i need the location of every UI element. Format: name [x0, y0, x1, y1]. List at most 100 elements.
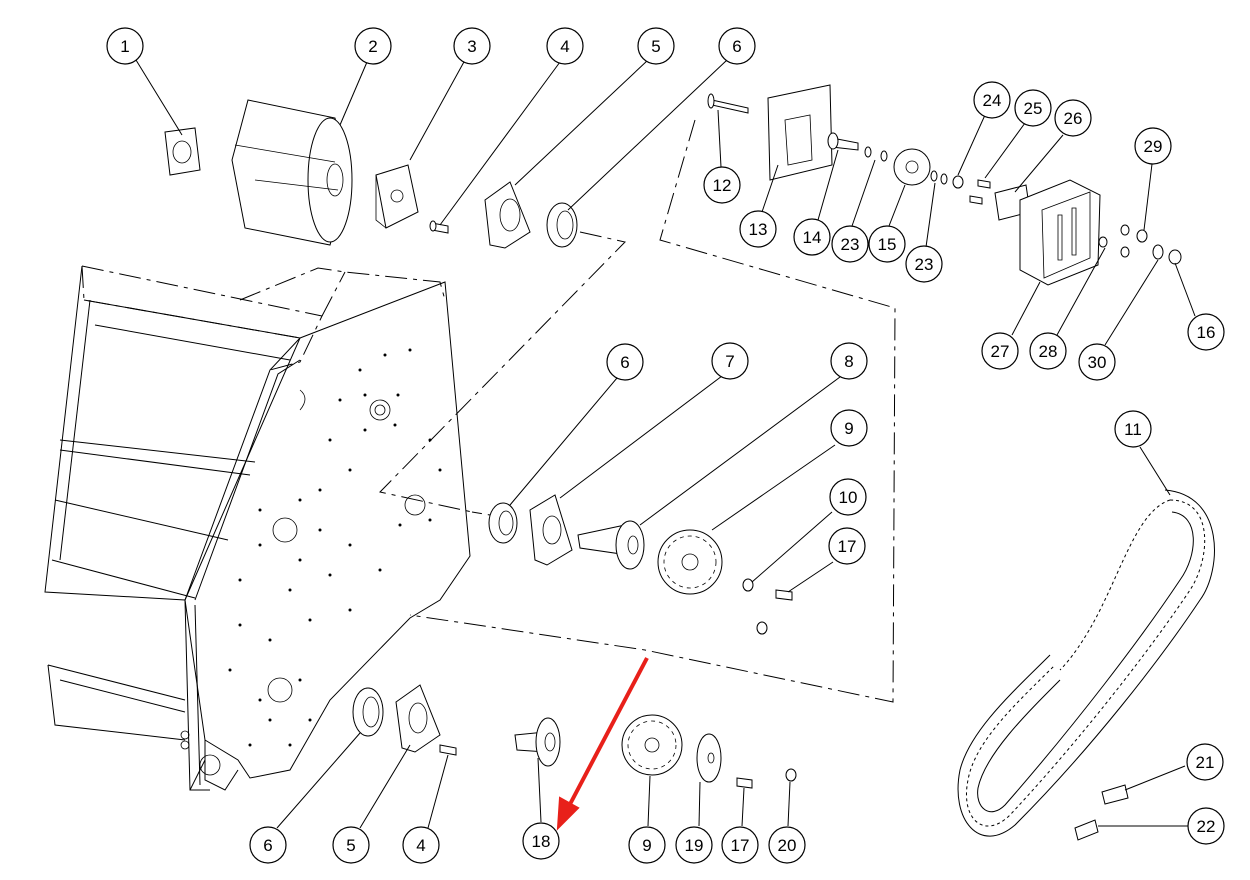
part-12-pin [707, 93, 749, 114]
callout-22: 22 [1187, 807, 1225, 845]
callout-21: 21 [1186, 743, 1224, 781]
callout-7: 7 [711, 342, 749, 380]
svg-text:15: 15 [878, 235, 897, 254]
callout-14: 14 [793, 218, 831, 256]
svg-text:29: 29 [1144, 137, 1163, 156]
svg-text:10: 10 [839, 488, 858, 507]
svg-text:23: 23 [841, 235, 860, 254]
svg-text:14: 14 [803, 228, 822, 247]
part-5-flange-top [484, 181, 531, 249]
callout-23-a: 23 [831, 225, 869, 263]
leader-lines [135, 59, 1196, 829]
part-28-30-16-29-hardware [1098, 224, 1182, 265]
svg-text:18: 18 [532, 832, 551, 851]
part-2-roller [231, 99, 353, 246]
callout-3: 3 [453, 27, 491, 65]
svg-text:22: 22 [1197, 817, 1216, 836]
svg-text:13: 13 [749, 220, 768, 239]
svg-text:3: 3 [467, 37, 476, 56]
part-7-flange-mid [529, 494, 573, 566]
callout-28: 28 [1029, 332, 1067, 370]
svg-text:16: 16 [1197, 323, 1216, 342]
part-24-nut [952, 175, 964, 189]
svg-text:11: 11 [1124, 420, 1142, 439]
svg-text:17: 17 [731, 836, 750, 855]
part-6-bearing-top [546, 202, 578, 248]
part-27-cover [1019, 179, 1101, 286]
part-1-shim-plate [164, 127, 201, 176]
svg-text:5: 5 [346, 836, 355, 855]
svg-text:6: 6 [620, 353, 629, 372]
callout-16: 16 [1187, 313, 1225, 351]
part-14-shaft [827, 132, 859, 151]
svg-text:26: 26 [1064, 109, 1083, 128]
callout-30: 30 [1078, 343, 1116, 381]
part-20-nut [785, 768, 797, 782]
part-13-slide-plate [767, 84, 833, 181]
svg-text:6: 6 [263, 836, 272, 855]
part-5-flange-bottom [395, 684, 441, 753]
callout-1: 1 [106, 27, 144, 65]
part-10-washer [742, 578, 754, 592]
part-6-bearing-mid [488, 502, 518, 544]
callout-18: 18 [522, 822, 560, 860]
part-15-small-sprocket [893, 148, 931, 186]
callout-13: 13 [739, 210, 777, 248]
svg-text:4: 4 [416, 836, 425, 855]
callout-17-bottom: 17 [721, 826, 759, 864]
callout-8: 8 [830, 342, 868, 380]
svg-text:17: 17 [838, 537, 857, 556]
part-23-washer-a [864, 146, 888, 162]
callout-12: 12 [703, 166, 741, 204]
callout-23-b: 23 [905, 245, 943, 283]
callout-17-mid: 17 [828, 527, 866, 565]
part-17-bolt-mid [756, 589, 793, 635]
svg-text:24: 24 [983, 91, 1002, 110]
callout-6-mid: 6 [606, 343, 644, 381]
highlight-arrow [556, 657, 649, 831]
part-6-bearing-bottom [352, 687, 384, 737]
svg-text:25: 25 [1024, 99, 1043, 118]
svg-text:5: 5 [651, 37, 660, 56]
svg-text:12: 12 [713, 176, 732, 195]
callout-5-top: 5 [637, 27, 675, 65]
frame-side-panel [44, 265, 471, 791]
svg-text:23: 23 [915, 255, 934, 274]
callout-4-top: 4 [546, 27, 584, 65]
svg-text:21: 21 [1196, 753, 1215, 772]
svg-text:9: 9 [642, 836, 651, 855]
svg-text:8: 8 [844, 352, 853, 371]
svg-text:28: 28 [1039, 342, 1058, 361]
svg-text:7: 7 [725, 352, 734, 371]
svg-text:30: 30 [1088, 353, 1107, 372]
svg-text:27: 27 [991, 342, 1010, 361]
part-21-connecting-link [1101, 784, 1129, 805]
callout-11: 11 [1114, 410, 1152, 448]
part-11-roller-chain [957, 489, 1215, 837]
callout-6-bottom: 6 [249, 826, 287, 864]
callout-9-bottom: 9 [628, 826, 666, 864]
callout-2: 2 [354, 27, 392, 65]
part-4-bolt-top [429, 220, 449, 234]
callout-15: 15 [868, 225, 906, 263]
callout-29: 29 [1134, 127, 1172, 165]
part-25-bolt [969, 179, 991, 205]
part-4-bolt-bottom [439, 744, 457, 756]
callout-26: 26 [1054, 99, 1092, 137]
svg-text:20: 20 [778, 836, 797, 855]
callout-10: 10 [829, 478, 867, 516]
svg-text:6: 6 [732, 37, 741, 56]
svg-text:1: 1 [120, 37, 129, 56]
callout-27: 27 [981, 332, 1019, 370]
callout-24: 24 [973, 81, 1011, 119]
svg-text:19: 19 [685, 836, 704, 855]
callout-4-bottom: 4 [402, 826, 440, 864]
part-18-hub [514, 717, 561, 767]
callout-5-bottom: 5 [332, 826, 370, 864]
callouts: 1 2 3 4 5 6 12 13 14 23 15 23 24 25 26 2… [106, 27, 1225, 864]
svg-text:4: 4 [560, 37, 569, 56]
part-22-offset-link [1074, 819, 1099, 841]
svg-text:9: 9 [844, 419, 853, 438]
callout-6-top: 6 [718, 27, 756, 65]
